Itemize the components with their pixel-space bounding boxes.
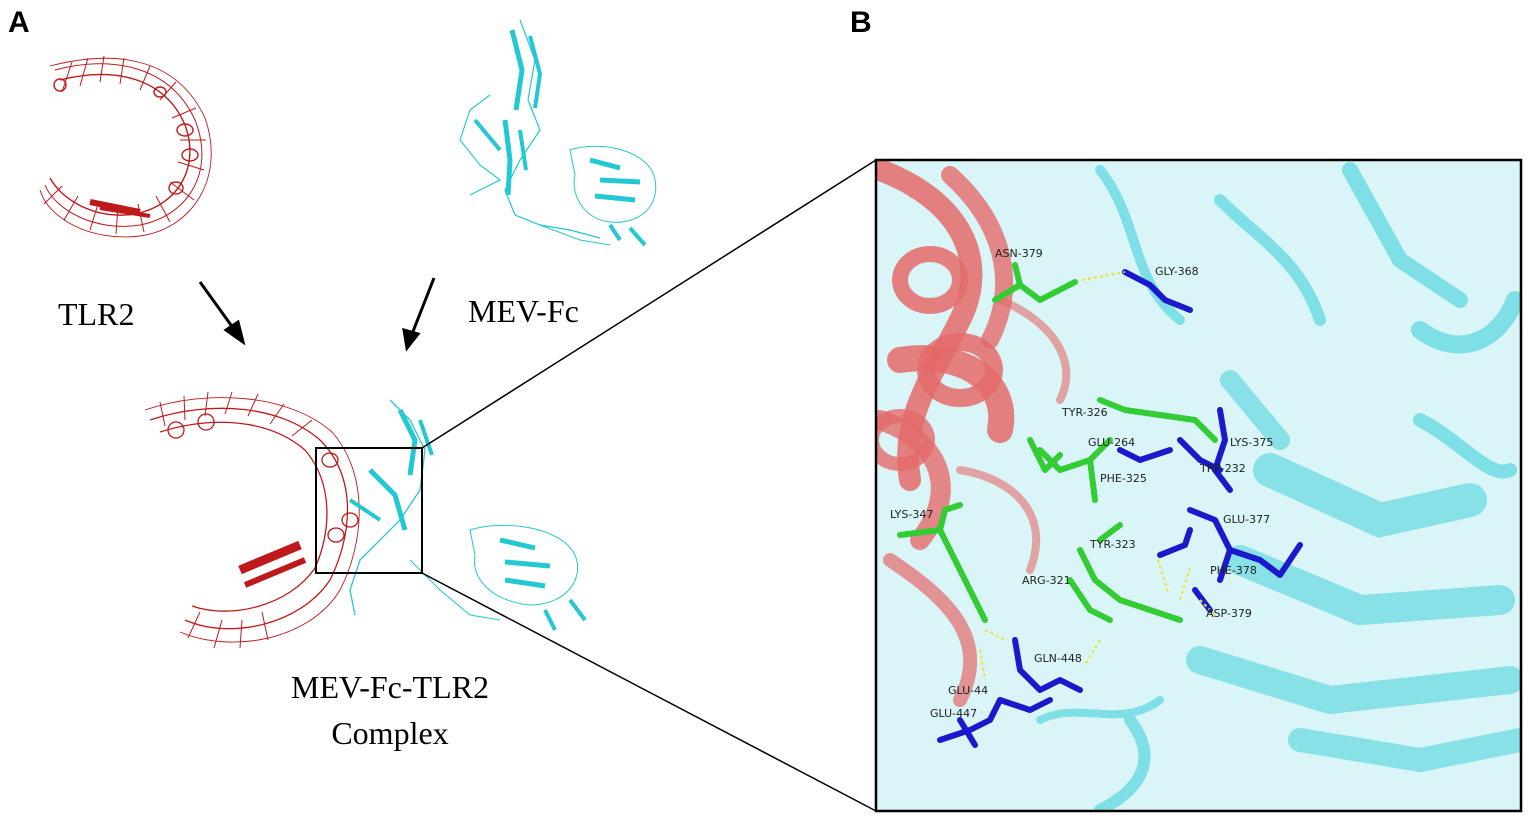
label-phe325: PHE-325 bbox=[1100, 472, 1147, 485]
mev-fc-label: MEV-Fc bbox=[468, 293, 579, 329]
complex-label-line2: Complex bbox=[331, 715, 448, 751]
hydrogen-bonds bbox=[979, 271, 1216, 681]
label-asp379: ASP-379 bbox=[1206, 607, 1252, 620]
label-asn379: ASN-379 bbox=[995, 247, 1043, 260]
complex-label-line1: MEV-Fc-TLR2 bbox=[291, 669, 489, 705]
mev-fc-structure bbox=[459, 19, 657, 247]
zoom-line-top bbox=[421, 159, 877, 449]
panel-a-letter: A bbox=[8, 6, 30, 39]
label-arg321: ARG-321 bbox=[1022, 574, 1071, 587]
arrow-tlr2-to-complex bbox=[198, 281, 246, 346]
label-glu44x: GLU-44 bbox=[948, 684, 988, 697]
label-glu264: GLU-264 bbox=[1088, 436, 1135, 449]
label-glu447: GLU-447 bbox=[930, 707, 977, 720]
tlr2-label: TLR2 bbox=[58, 296, 134, 332]
tlr2-cartoon-zoom bbox=[876, 160, 1071, 707]
panel-b-letter: B bbox=[850, 6, 872, 39]
zoom-line-bottom bbox=[421, 572, 877, 812]
zoom-view-frame bbox=[874, 158, 1523, 813]
residue-labels: ASN-379 GLY-368 TYR-326 GLU-264 LYS-375 … bbox=[890, 247, 1273, 720]
zoom-selection-box bbox=[315, 447, 423, 574]
label-tyr326: TYR-326 bbox=[1061, 406, 1108, 419]
arrow-mevfc-to-complex bbox=[402, 277, 436, 352]
mev-fc-cartoon-zoom bbox=[1036, 162, 1521, 811]
label-gly368: GLY-368 bbox=[1155, 265, 1199, 278]
label-lys347: LYS-347 bbox=[890, 508, 933, 521]
label-phe378: PHE-378 bbox=[1210, 564, 1257, 577]
label-tyr323: TYR-323 bbox=[1089, 538, 1136, 551]
complex-structure bbox=[144, 391, 587, 649]
receptor-residues bbox=[937, 269, 1303, 748]
label-glu377: GLU-377 bbox=[1223, 513, 1270, 526]
label-lys375: LYS-375 bbox=[1230, 436, 1273, 449]
ligand-residues bbox=[897, 262, 1218, 623]
label-gln448: GLN-448 bbox=[1034, 652, 1082, 665]
label-trp232: TRP-232 bbox=[1199, 462, 1246, 475]
zoom-view: ASN-379 GLY-368 TYR-326 GLU-264 LYS-375 … bbox=[876, 160, 1521, 811]
tlr2-structure bbox=[39, 55, 212, 238]
